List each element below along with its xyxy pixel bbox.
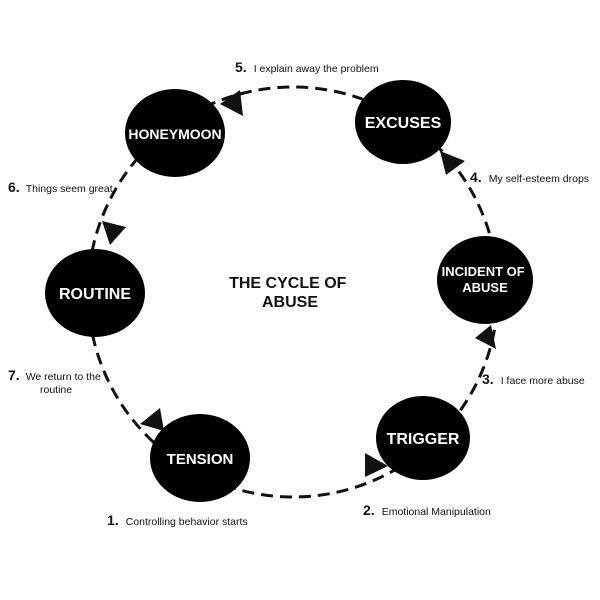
node-tension-label: TENSION [167, 451, 234, 468]
arrow-to-tension [140, 408, 164, 431]
node-routine-label: ROUTINE [59, 286, 131, 303]
node-excuses: EXCUSES [355, 80, 451, 164]
arrow-to-trigger [365, 453, 388, 477]
step-1: 1. Controlling behavior starts [107, 512, 248, 529]
node-tension: TENSION [150, 414, 250, 502]
node-incident-label: INCIDENT OF ABUSE [442, 264, 529, 295]
arrow-to-routine [102, 221, 126, 245]
node-trigger: TRIGGER [376, 396, 470, 480]
arrow-to-excuses [440, 151, 465, 175]
node-trigger-label: TRIGGER [387, 431, 460, 448]
arrow-to-honeymoon [220, 90, 243, 116]
node-incident: INCIDENT OF ABUSE [437, 236, 533, 324]
node-routine: ROUTINE [45, 249, 145, 337]
node-honeymoon: HONEYMOON [125, 89, 225, 177]
node-excuses-label: EXCUSES [365, 115, 442, 132]
step-6: 6. Things seem great [8, 179, 113, 196]
step-5: 5. I explain away the problem [235, 59, 379, 76]
diagram-title: THE CYCLE OF ABUSE [229, 275, 351, 311]
step-7: 7. We return to the routine [8, 367, 105, 396]
step-4: 4. My self-esteem drops [470, 169, 589, 186]
step-3: 3. I face more abuse [482, 371, 585, 388]
step-2: 2. Emotional Manipulation [363, 502, 491, 519]
node-honeymoon-label: HONEYMOON [128, 126, 221, 142]
cycle-arrows [102, 90, 496, 477]
arrow-to-incident [475, 325, 496, 349]
